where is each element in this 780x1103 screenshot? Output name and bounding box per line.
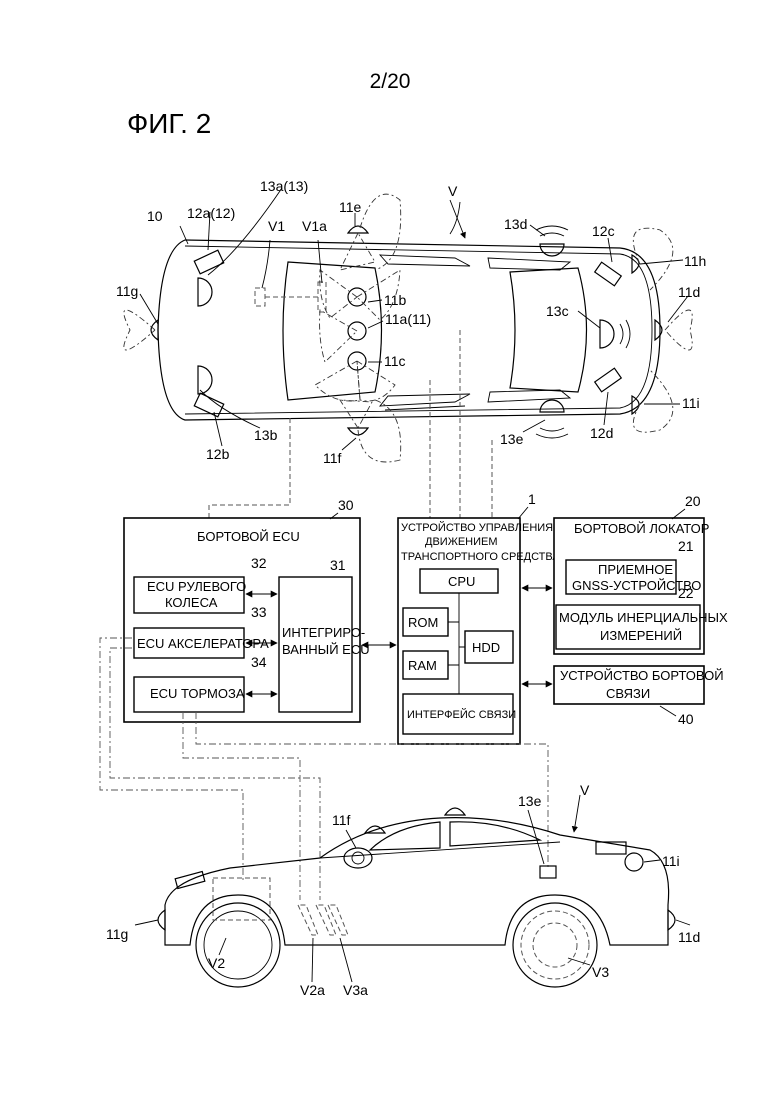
steering-wheel-icon [318,282,326,312]
label-11b: 11b [384,292,407,308]
label-13e: 13e [500,431,524,447]
locator-ref: 20 [685,493,701,509]
label-11i: 11i [682,395,700,411]
steering-ecu-line1: ECU РУЛЕВОГО [147,579,246,594]
steering-device-V2-icon [213,878,270,920]
integrated-ecu-ref: 31 [330,557,346,573]
gnss-line1: ПРИЕМНОЕ [598,562,673,577]
label-11a: 11a(11) [385,311,431,327]
imu-line2: ИЗМЕРЕНИЙ [600,628,682,643]
onboard-ecu-title: БОРТОВОЙ ECU [197,529,300,544]
integrated-ecu-line1: ИНТЕГРИРО- [282,625,365,640]
comm-device-block: УСТРОЙСТВО БОРТОВОЙ СВЯЗИ 40 [554,666,724,727]
radar-13d-icon [540,244,564,256]
camera-11e-icon [348,226,368,233]
comm-device-line2: СВЯЗИ [606,686,650,701]
side-view-labels: V 11f 13e 11i 11g 11d V2 V2a V3a V3 [106,782,700,998]
side-label-V2: V2 [208,955,225,971]
antenna-12b-icon [194,393,223,417]
gnss-ref: 21 [678,538,694,554]
imu-ref: 22 [678,585,694,601]
radar-13a-icon [198,278,212,306]
label-11d: 11d [678,284,700,300]
label-11c: 11c [384,353,406,369]
top-view-labels: V 10 12a(12) 13a(13) 11e 13d 12c 11h 11g… [116,178,706,466]
radar-13c-icon [600,320,614,348]
label-11f: 11f [323,450,342,466]
onboard-ecu-ref: 30 [338,497,354,513]
antenna-12c-icon [595,262,622,286]
steering-ecu-ref: 32 [251,555,267,571]
antenna-12a-icon [194,250,223,274]
rom-label: ROM [408,615,438,630]
ram-label: RAM [408,658,437,673]
side-label-V3: V3 [592,964,609,980]
label-12d: 12d [590,425,613,441]
label-V1a: V1a [302,218,327,234]
camera-11f-side-icon [344,848,372,868]
camera-11i-icon [632,396,639,414]
label-V1: V1 [268,218,285,234]
comm-interface-label: ИНТЕРФЕЙС СВЯЗИ [407,708,516,721]
camera-11i-side-icon [625,853,643,871]
label-11g: 11g [116,283,138,299]
imu-line1: МОДУЛЬ ИНЕРЦИАЛЬНЫХ [559,610,728,625]
comm-device-ref: 40 [678,711,694,727]
label-12c: 12c [592,223,615,239]
side-label-11f: 11f [332,812,351,828]
integrated-ecu-line2: ВАННЫЙ ECU [282,642,370,657]
comm-device-line1: УСТРОЙСТВО БОРТОВОЙ [560,668,724,683]
control-device-line3: ТРАНСПОРТНОГО СРЕДСТВА [401,551,560,563]
accel-ecu-ref: 33 [251,604,267,620]
control-device-line1: УСТРОЙСТВО УПРАВЛЕНИЯ [401,521,553,534]
radar-13b-icon [198,366,212,394]
vehicle-label-side: V [580,782,590,798]
hdd-label: HDD [472,640,500,655]
radar-13e-icon [540,400,564,412]
control-device-block: 1 УСТРОЙСТВО УПРАВЛЕНИЯ ДВИЖЕНИЕМ ТРАНСП… [398,491,560,744]
side-label-V3a: V3a [343,982,368,998]
label-11h: 11h [684,253,706,269]
label-13d: 13d [504,216,527,232]
side-label-11i: 11i [662,853,680,869]
vehicle-label-top: V [448,183,458,199]
locator-title: БОРТОВОЙ ЛОКАТОР [574,521,709,536]
camera-11d-icon [655,320,662,340]
label-11e: 11e [339,199,362,215]
label-13a: 13a(13) [260,178,308,194]
label-12a: 12a(12) [187,205,235,221]
camera-11d-side-icon [668,910,675,930]
label-13b: 13b [254,427,278,443]
brake-ecu-ref: 34 [251,654,267,670]
cpu-label: CPU [448,574,475,589]
control-device-ref: 1 [528,491,536,507]
side-label-11d: 11d [678,929,700,945]
steering-ecu-line2: КОЛЕСА [165,595,218,610]
radar-13e-side-icon [540,866,556,878]
brake-ecu-line1: ECU ТОРМОЗА [150,686,245,701]
onboard-ecu-block: 30 БОРТОВОЙ ECU ECU РУЛЕВОГО КОЛЕСА 32 E… [124,497,370,722]
side-label-V2a: V2a [300,982,325,998]
label-12b: 12b [206,446,230,462]
antenna-12d-icon [595,368,622,392]
side-label-13e: 13e [518,793,542,809]
label-13c: 13c [546,303,569,319]
steering-column-icon [255,288,265,306]
control-device-line2: ДВИЖЕНИЕМ [425,536,498,548]
vehicle-ref-10: 10 [147,208,163,224]
locator-block: 20 БОРТОВОЙ ЛОКАТОР ПРИЕМНОЕ GNSS-УСТРОЙ… [554,493,728,654]
side-label-11g: 11g [106,926,128,942]
camera-11g-side-icon [158,910,165,930]
